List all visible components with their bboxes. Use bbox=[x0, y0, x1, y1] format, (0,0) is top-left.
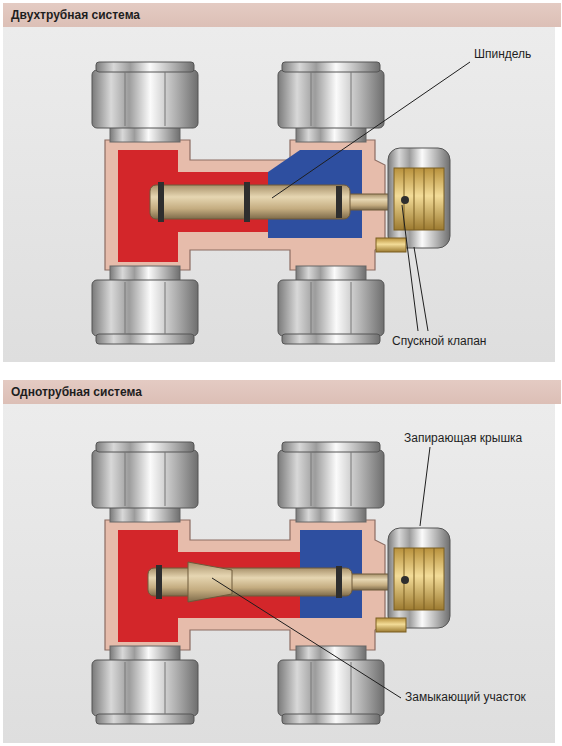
panel-ground bbox=[3, 27, 555, 362]
two-pipe-valve-part bbox=[105, 140, 385, 270]
two-pipe-valve-part bbox=[401, 196, 409, 204]
section-band: Однотрубная система bbox=[3, 380, 561, 404]
part-label: Замыкающий участок bbox=[405, 690, 526, 705]
two-pipe-valve bbox=[92, 62, 450, 344]
leader-lines-part bbox=[272, 62, 470, 198]
one-pipe-valve-part bbox=[336, 566, 342, 598]
section-heading: Двухтрубная система bbox=[3, 3, 561, 27]
one-pipe-valve-part bbox=[188, 562, 232, 602]
panel-ground bbox=[3, 404, 555, 743]
leader-lines-part bbox=[402, 205, 418, 331]
two-pipe-valve-part bbox=[336, 186, 342, 218]
one-pipe-valve bbox=[92, 442, 450, 724]
part-label: Запирающая крышка bbox=[404, 431, 522, 446]
section-band: Двухтрубная система bbox=[3, 3, 561, 27]
two-pipe-valve-part bbox=[244, 182, 250, 222]
section-heading: Однотрубная система bbox=[3, 380, 561, 404]
one-pipe-valve-part bbox=[156, 565, 162, 599]
one-pipe-valve-part bbox=[401, 576, 409, 584]
leader-lines-part bbox=[414, 247, 428, 331]
one-pipe-valve-part bbox=[92, 442, 450, 724]
part-label: Шпиндель bbox=[474, 47, 531, 62]
leader-lines-part bbox=[420, 447, 430, 526]
part-label: Спускной клапан bbox=[392, 334, 486, 349]
leader-lines-part bbox=[212, 578, 401, 698]
one-pipe-valve-part bbox=[148, 568, 352, 596]
two-pipe-valve-part bbox=[158, 182, 164, 222]
one-pipe-valve-part bbox=[105, 520, 385, 650]
two-pipe-valve-part bbox=[92, 62, 450, 344]
